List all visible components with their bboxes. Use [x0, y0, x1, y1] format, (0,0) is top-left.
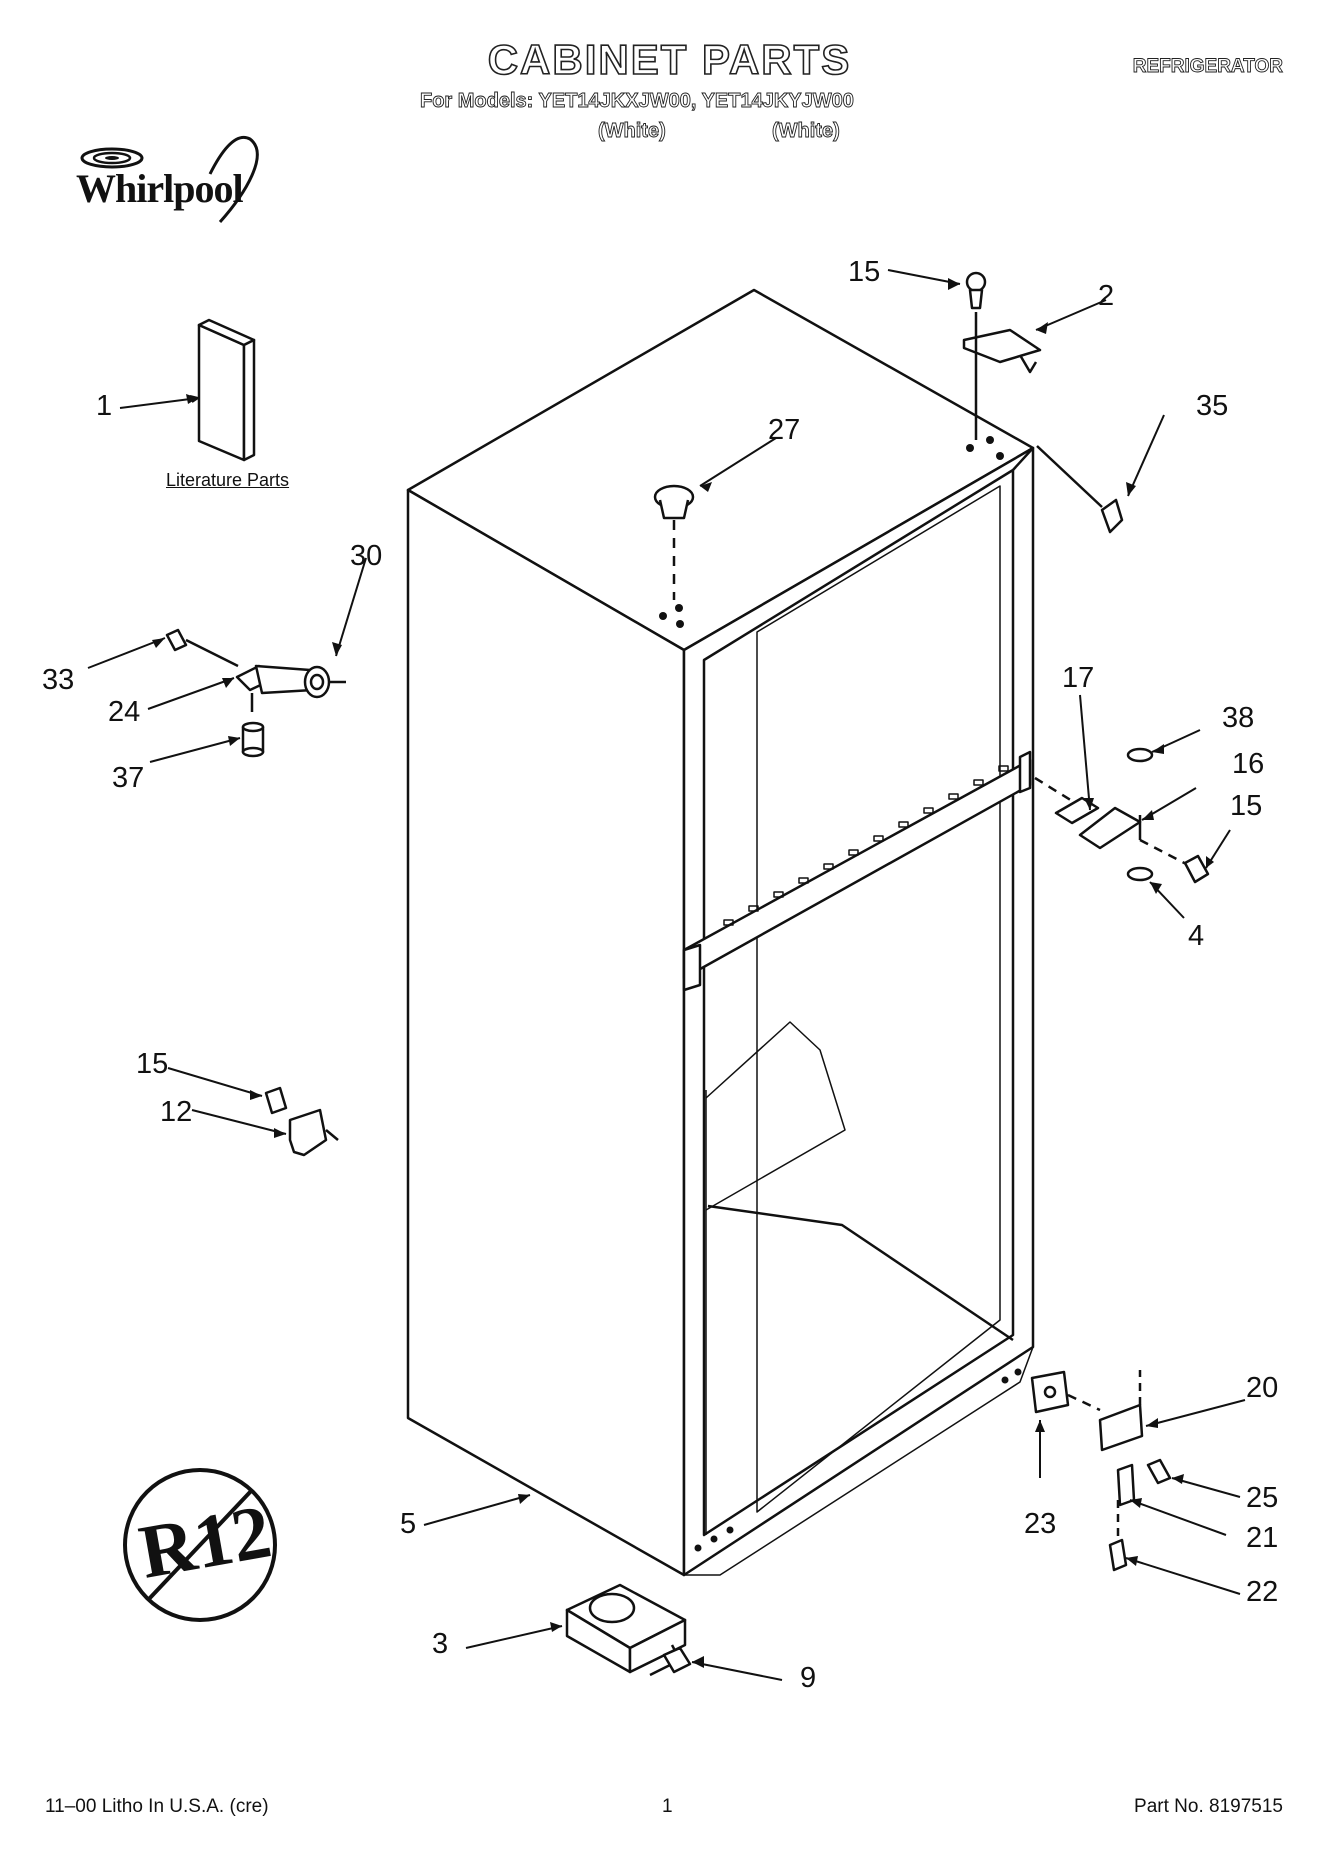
callout-15-top: 15	[848, 256, 881, 288]
callout-24: 24	[108, 696, 141, 728]
hinge-pin-assembly	[165, 628, 346, 758]
callout-5: 5	[400, 1508, 417, 1540]
hinge-cap-part-35	[1036, 445, 1124, 534]
callout-4: 4	[1188, 920, 1205, 952]
callout-30: 30	[350, 540, 383, 572]
callout-15-right: 15	[1230, 790, 1263, 822]
page-title: CABINET PARTS	[487, 35, 852, 84]
callout-1: 1	[96, 390, 113, 422]
models-line: For Models: YET14JKXJW00, YET14JKYJW00	[420, 90, 855, 113]
top-hinge-part-2	[962, 271, 1042, 440]
callout-12: 12	[160, 1096, 193, 1128]
bottom-hinge-part-20	[1030, 1370, 1172, 1572]
callout-35: 35	[1196, 390, 1229, 422]
callout-38: 38	[1222, 702, 1255, 734]
literature-booklet-part	[197, 318, 256, 462]
cabinet-shell	[406, 288, 1035, 1577]
category-label: REFRIGERATOR	[1132, 56, 1283, 78]
plug-part-27	[653, 484, 695, 600]
door-stop-part-12	[264, 1086, 339, 1157]
callout-2: 2	[1098, 280, 1115, 312]
callout-15-left: 15	[136, 1048, 169, 1080]
callout-21: 21	[1246, 1522, 1279, 1554]
callout-9: 9	[800, 1662, 817, 1694]
literature-parts-label: Literature Parts	[166, 470, 290, 490]
callout-22: 22	[1246, 1576, 1279, 1608]
footer-part-number: Part No. 8197515	[1134, 1796, 1283, 1817]
model-color-1: (White)	[598, 120, 667, 143]
callout-23: 23	[1024, 1508, 1057, 1540]
callout-3: 3	[432, 1628, 449, 1660]
callout-37: 37	[112, 762, 145, 794]
callout-33: 33	[42, 664, 75, 696]
divider-rail	[682, 750, 1032, 992]
model-color-2: (White)	[772, 120, 841, 143]
footer-litho: 11–00 Litho In U.S.A. (cre)	[45, 1796, 269, 1817]
no-r12-symbol	[123, 1468, 277, 1622]
whirlpool-logo-swirl	[80, 135, 259, 223]
brand-logo-text: Whirlpool	[76, 166, 244, 211]
callout-16: 16	[1232, 748, 1265, 780]
callout-20: 20	[1246, 1372, 1279, 1404]
leveling-leg-part-3	[565, 1583, 692, 1677]
callout-17: 17	[1062, 662, 1095, 694]
footer-page-number: 1	[662, 1796, 673, 1817]
callout-27: 27	[768, 414, 801, 446]
center-hinge-part-17	[1034, 747, 1210, 884]
callout-25: 25	[1246, 1482, 1279, 1514]
